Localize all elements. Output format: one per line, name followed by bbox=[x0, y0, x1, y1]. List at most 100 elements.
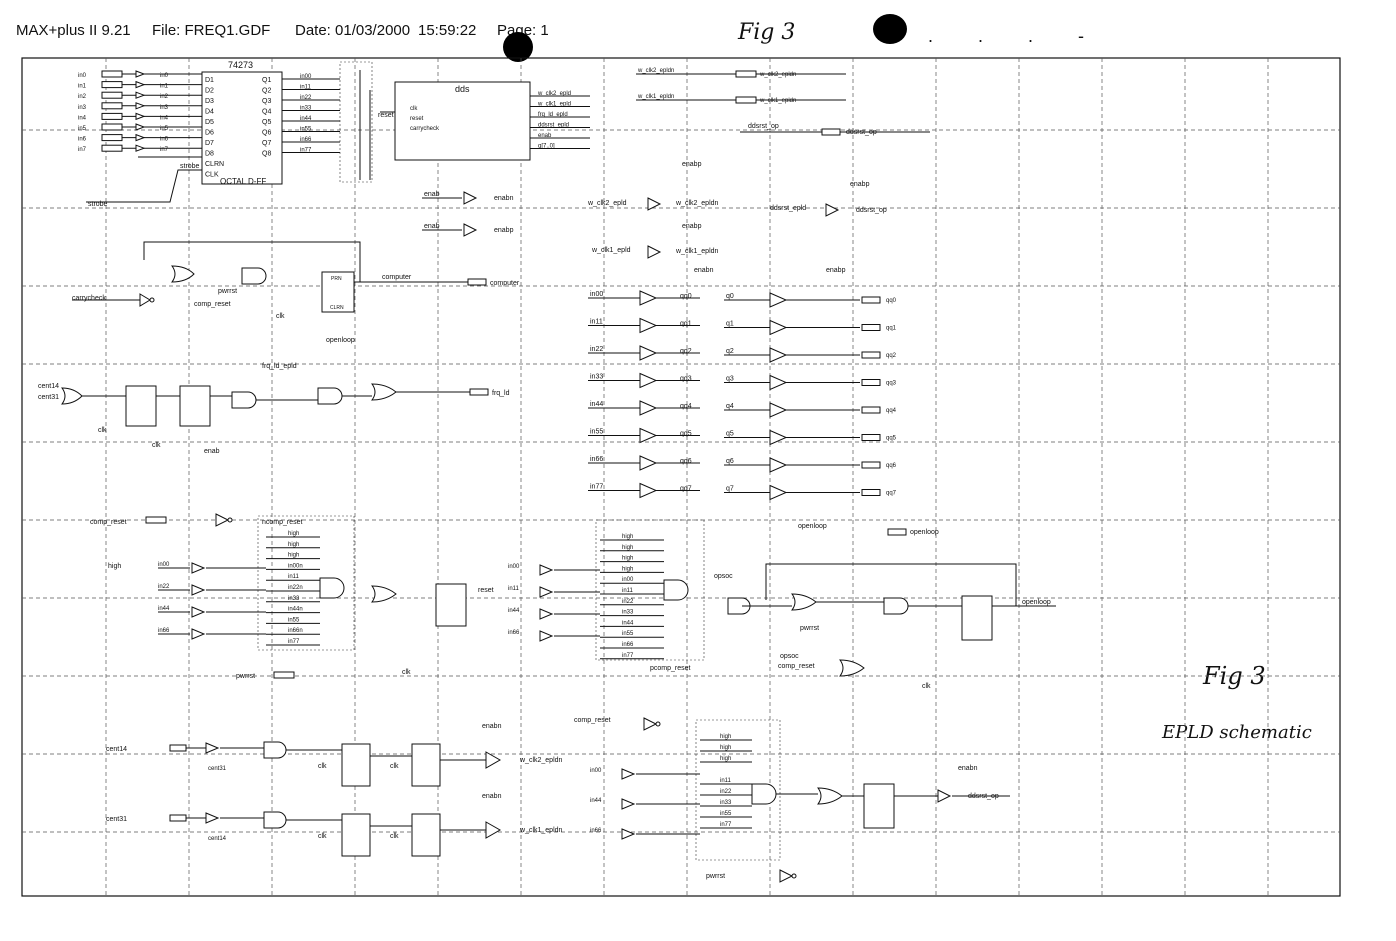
clock-cross-label: cent31 bbox=[208, 766, 227, 772]
dds-output-net-label: w_clk2_epld bbox=[537, 91, 571, 97]
right-inverter bbox=[621, 828, 636, 840]
ddsrst-input-label: in11 bbox=[720, 778, 732, 784]
dds-output-net-label: frq_ld_epld bbox=[538, 112, 568, 118]
mux-output-label: qq0 bbox=[680, 293, 692, 300]
input-buffer bbox=[135, 91, 146, 99]
mux-tristate-buffer bbox=[639, 455, 658, 471]
dff-output-pin-label: Q6 bbox=[262, 130, 271, 137]
right-inverter bbox=[621, 768, 636, 780]
carrycheck-section: carrycheck PRN CLRN pwrrst comp_reset cl… bbox=[72, 241, 520, 320]
mid-inverter bbox=[539, 586, 554, 598]
clock-clk-label: clk bbox=[390, 833, 399, 840]
pcomp-input-label: in11 bbox=[622, 588, 634, 594]
enab-label-1: enab bbox=[204, 448, 220, 455]
header-time: 15:59:22 bbox=[418, 22, 477, 39]
clock-input-pin bbox=[169, 744, 187, 752]
left-inverter-label: in00 bbox=[158, 562, 170, 568]
left-inverter-label: in66 bbox=[158, 628, 170, 634]
mux-output-label: qq4 bbox=[680, 403, 692, 410]
q-tristate-buffer bbox=[769, 347, 788, 363]
enab-input-label: enab bbox=[424, 223, 440, 230]
input-buffer bbox=[135, 144, 146, 152]
sheet-border bbox=[21, 57, 1341, 897]
left-inverter bbox=[191, 562, 206, 574]
q-output-pin bbox=[861, 461, 881, 469]
w-clk1-epld-label-1: w_clk1_epld bbox=[591, 247, 631, 254]
openloop-label-4: openloop bbox=[1022, 599, 1051, 606]
clk-label-4: clk bbox=[402, 669, 411, 676]
pcomp-reset-label: pcomp_reset bbox=[650, 665, 691, 672]
input-buffer bbox=[135, 102, 146, 110]
q-net-label: q0 bbox=[726, 293, 734, 300]
ncomp-input-label: high bbox=[288, 531, 299, 537]
octal-dff-title: 74273 bbox=[228, 60, 253, 70]
pwrrst-label-4: pwrrst bbox=[706, 873, 725, 880]
right-inverter-label: in44 bbox=[590, 798, 602, 804]
enab-output-label: enabp bbox=[494, 227, 514, 234]
pin-net-label: w_clk2_epldn bbox=[759, 72, 796, 78]
clock-input-label: cent14 bbox=[106, 746, 127, 753]
ddsrst-input-label: high bbox=[720, 756, 731, 762]
clock-output-buffer bbox=[485, 751, 502, 769]
dff-input-pin-label: D7 bbox=[205, 140, 214, 147]
strobe-label-2: strobe bbox=[88, 201, 108, 208]
input-pin-label: in2 bbox=[78, 94, 87, 100]
q-output-pin bbox=[861, 324, 881, 331]
dff-output-pin-label: Q1 bbox=[262, 77, 271, 84]
ncomp-inputs: highhighhighin00nin11in22nin33in44nin55i… bbox=[266, 531, 320, 646]
mid-inverter-label: in44 bbox=[508, 608, 520, 614]
ddsrst-input-label: in77 bbox=[720, 822, 732, 828]
q-net-label: q7 bbox=[726, 486, 734, 493]
q-output-pin bbox=[861, 434, 881, 441]
ddsrst-input-label: in22 bbox=[720, 789, 732, 795]
dff-input-pin-label: D1 bbox=[205, 77, 214, 84]
ncomp-input-label: in66n bbox=[288, 628, 303, 634]
input-buffer bbox=[135, 133, 146, 142]
mux-output-label: qq7 bbox=[680, 486, 692, 493]
fig-label-top: Fig 3 bbox=[738, 20, 796, 45]
enabn-label-dds: enabn bbox=[958, 765, 978, 772]
dds-output-net-label: q[7..0] bbox=[538, 144, 555, 150]
input-buffer bbox=[135, 112, 146, 121]
mux-output-label: qq5 bbox=[680, 431, 692, 438]
q-output-pin bbox=[861, 489, 881, 496]
prn-label-1: PRN bbox=[331, 276, 342, 282]
dff-output-net-label: in77 bbox=[300, 148, 312, 154]
dds-input-pin-label: carrycheck bbox=[410, 126, 440, 132]
q-output-pin-label: qq6 bbox=[886, 463, 897, 469]
opsoc-label: opsoc bbox=[714, 573, 733, 580]
dff-output-net-label: in44 bbox=[300, 116, 312, 122]
enabp-label-clk2: enabp bbox=[682, 223, 702, 230]
octal-dff-chip: 74273 OCTAL D-FF D1D2D3D4D5D6D7D8CLRNCLK… bbox=[201, 60, 283, 186]
dds-title: dds bbox=[455, 84, 470, 94]
q-tristate-buffer bbox=[769, 374, 788, 391]
dff-output-net-label: in33 bbox=[300, 106, 312, 112]
header-file: File: FREQ1.GDF bbox=[152, 22, 271, 39]
pcomp-input-label: in77 bbox=[622, 653, 634, 659]
input-pin-label: in3 bbox=[78, 105, 87, 111]
ddsrst-epld-label: ddsrst_epld bbox=[770, 205, 806, 212]
right-inverter bbox=[621, 798, 636, 810]
q-output-pin-label: qq3 bbox=[886, 381, 897, 387]
pcomp-reset-section: highhighhighhighin00in11in22in33in44in55… bbox=[508, 519, 1056, 690]
clock-clk-label: clk bbox=[390, 763, 399, 770]
mux-tristate-buffer bbox=[639, 482, 658, 499]
cent-upper-section: cent14 cent31 frq_ld_epld frq_ld openloo… bbox=[38, 337, 510, 455]
ddsrst-input-label: in55 bbox=[720, 811, 732, 817]
dff-output-pin-label: Q8 bbox=[262, 151, 271, 158]
right-inverter-label: in66 bbox=[590, 828, 602, 834]
mux-input-label: in44 bbox=[590, 401, 603, 408]
enabn-label-mux: enabn bbox=[694, 267, 714, 274]
mux-input-label: in33 bbox=[590, 374, 603, 381]
dff-input-pin-label: D4 bbox=[205, 109, 214, 116]
dds-input-pin-label: clk bbox=[410, 106, 418, 112]
mux-output-label: qq2 bbox=[680, 348, 692, 355]
ncomp-input-label: high bbox=[288, 542, 299, 548]
